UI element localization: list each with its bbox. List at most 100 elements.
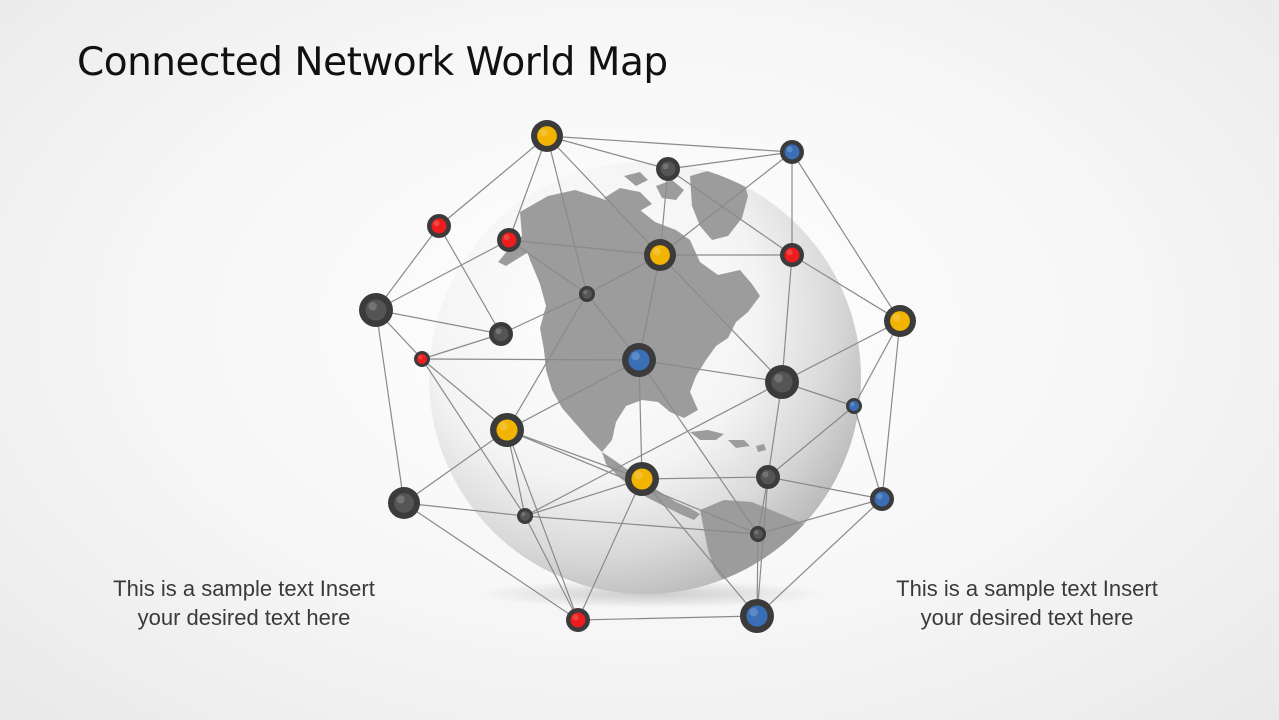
network-node-core <box>746 605 768 627</box>
network-node-core <box>628 349 650 371</box>
network-node-red <box>497 228 521 252</box>
network-connection-line <box>659 151 793 256</box>
caption-right-line1: This is a sample text Insert <box>896 576 1158 601</box>
network-node-dark <box>750 526 766 542</box>
caption-left-line2: your desired text here <box>137 605 351 630</box>
caption-left-line1: This is a sample text Insert <box>113 576 375 601</box>
network-connection-line <box>375 239 510 311</box>
network-connection-line <box>881 320 901 500</box>
network-node-core <box>520 511 530 521</box>
network-connection-line <box>638 254 661 361</box>
network-node-dark <box>388 487 420 519</box>
network-node-highlight <box>572 614 579 621</box>
network-node-core <box>784 247 800 263</box>
network-node-core <box>501 232 517 248</box>
network-node-core <box>496 419 518 441</box>
network-node-core <box>874 491 890 507</box>
network-node-highlight <box>539 128 548 137</box>
network-connection-line <box>546 135 669 170</box>
network-connection-line <box>508 239 588 295</box>
network-connection-line <box>421 358 526 517</box>
network-connection-line <box>638 359 759 535</box>
network-connection-line <box>853 320 901 407</box>
network-node-core <box>431 218 447 234</box>
network-node-highlight <box>634 471 643 480</box>
network-node-blue <box>846 398 862 414</box>
network-connection-line <box>506 359 640 431</box>
network-connection-line <box>375 309 405 504</box>
network-node-core <box>417 354 427 364</box>
network-connection-line <box>508 239 661 256</box>
network-node-yellow <box>884 305 916 337</box>
network-node-dark <box>517 508 533 524</box>
network-node-core <box>753 529 763 539</box>
network-node-core <box>849 401 859 411</box>
network-node-core <box>890 311 910 331</box>
network-node-red <box>427 214 451 238</box>
network-node-core <box>631 468 653 490</box>
network-connection-line <box>756 476 769 617</box>
network-connections <box>375 135 901 621</box>
network-connection-line <box>667 168 793 256</box>
network-node-core <box>570 612 586 628</box>
network-node-highlight <box>631 352 640 361</box>
network-connection-line <box>659 254 783 383</box>
network-node-highlight <box>396 495 405 504</box>
network-connection-line <box>756 498 883 617</box>
network-node-core <box>771 371 793 393</box>
network-node-highlight <box>662 163 669 170</box>
network-node-dark <box>359 293 393 327</box>
network-node-highlight <box>368 302 377 311</box>
network-node-highlight <box>762 471 769 478</box>
network-node-highlight <box>786 146 793 153</box>
network-node-red <box>414 351 430 367</box>
network-node-highlight <box>418 355 423 360</box>
network-connection-line <box>791 151 901 322</box>
network-node-core <box>365 299 387 321</box>
network-node-core <box>493 326 509 342</box>
network-node-highlight <box>521 512 526 517</box>
network-connection-line <box>524 515 579 621</box>
network-connection-line <box>421 358 640 361</box>
network-node-highlight <box>749 608 758 617</box>
network-connection-line <box>546 135 793 153</box>
network-node-blue <box>780 140 804 164</box>
network-node-yellow <box>490 413 524 447</box>
network-node-blue <box>870 487 894 511</box>
network-connection-line <box>524 515 759 535</box>
network-node-highlight <box>503 234 510 241</box>
network-node-yellow <box>531 120 563 152</box>
network-connection-line <box>767 405 855 478</box>
network-node-dark <box>579 286 595 302</box>
network-node-core <box>394 493 414 513</box>
network-node-highlight <box>876 493 883 500</box>
network-node-yellow <box>644 239 676 271</box>
slide-title: Connected Network World Map <box>77 40 668 85</box>
network-connection-line <box>641 478 758 617</box>
network-connection-line <box>508 135 548 241</box>
network-connection-line <box>638 359 643 480</box>
network-node-highlight <box>652 247 661 256</box>
network-connection-line <box>767 476 883 500</box>
network-node-blue <box>740 599 774 633</box>
network-connection-line <box>375 309 502 335</box>
network-node-highlight <box>499 422 508 431</box>
network-connection-line <box>500 293 588 335</box>
network-connection-line <box>421 358 508 431</box>
network-node-core <box>760 469 776 485</box>
network-connection-line <box>577 478 643 621</box>
network-node-highlight <box>850 402 855 407</box>
network-connection-line <box>546 135 588 295</box>
network-connection-line <box>781 320 901 383</box>
network-connection-line <box>791 254 901 322</box>
network-connection-line <box>781 254 793 383</box>
network-node-highlight <box>774 374 783 383</box>
network-node-red <box>566 608 590 632</box>
network-node-highlight <box>786 249 793 256</box>
network-connection-line <box>375 225 440 311</box>
network-connection-line <box>421 333 502 360</box>
globe-shadow <box>475 580 825 608</box>
caption-left: This is a sample text Insert your desire… <box>79 574 409 632</box>
network-node-highlight <box>495 328 502 335</box>
